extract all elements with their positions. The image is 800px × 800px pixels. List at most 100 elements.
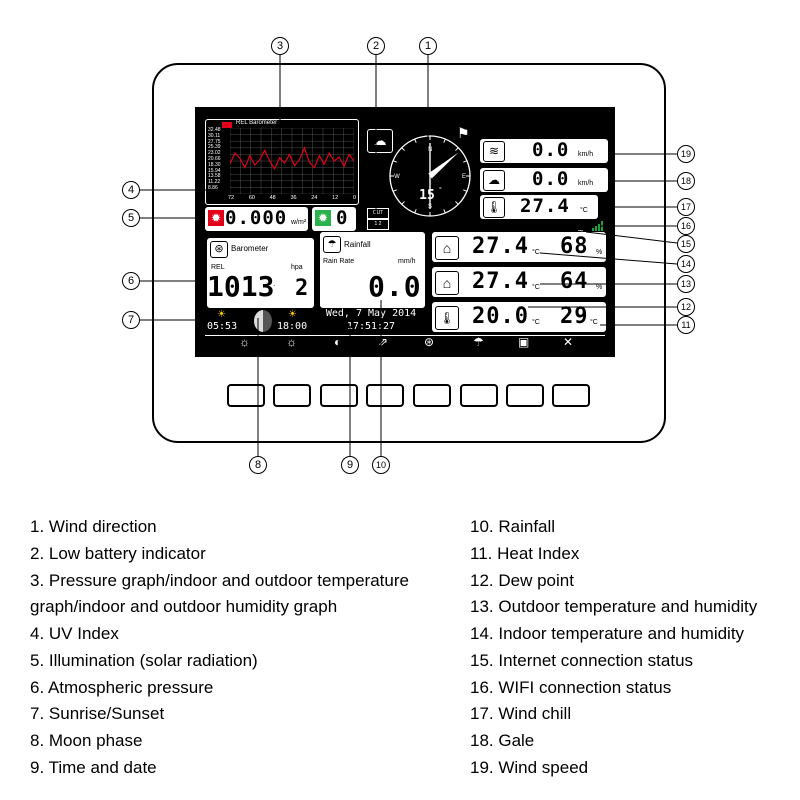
compass-tick <box>455 147 459 151</box>
graph-x-tick: 48 <box>269 195 276 201</box>
solar-radiation-panel: ✹ 0.000 w/m² <box>205 207 308 231</box>
graph-x-tick: 72 <box>228 195 235 201</box>
legend-left-3b: graph/indoor and outdoor humidity graph <box>30 597 338 616</box>
legend-right-11: 11. Heat Index <box>470 544 580 563</box>
graph-y-tick: 11.22 <box>208 179 221 186</box>
rainfall-subtitle: Rain Rate <box>323 258 355 265</box>
battery-indicator-sensors: 1 2 <box>367 219 389 230</box>
barometer-unit: hpa <box>291 264 303 271</box>
callout-6: 6 <box>122 272 140 290</box>
legend-right-19: 19. Wind speed <box>470 758 589 777</box>
footer-rain-icon: ☂ <box>473 335 484 349</box>
indoor-temp-value: 27.4 <box>472 234 529 259</box>
outdoor-temp-value: 27.4 <box>472 269 529 294</box>
footer-barometer-icon: ⊛ <box>424 335 435 349</box>
legend-left-2: 2. Low battery indicator <box>30 544 206 563</box>
device-button-8[interactable] <box>552 384 590 407</box>
callout-18: 18 <box>677 172 695 190</box>
callout-5: 5 <box>122 209 140 227</box>
legend-left-5: 5. Illumination (solar radiation) <box>30 651 258 670</box>
callout-1: 1 <box>419 37 437 55</box>
callout-11: 11 <box>677 316 695 334</box>
gale-panel: ☁ 0.0 km/h <box>480 168 608 192</box>
callout-14: 14 <box>677 255 695 273</box>
solar-value: 0.000 <box>225 207 288 229</box>
callout-10: 10 <box>372 456 390 474</box>
callout-16: 16 <box>677 217 695 235</box>
legend-right-10: 10. Rainfall <box>470 517 556 536</box>
footer-tools-icon: ✕ <box>563 335 574 349</box>
device-button-2[interactable] <box>273 384 311 407</box>
wifi-signal-bars-icon <box>592 221 606 231</box>
wind-direction-needle <box>428 152 459 179</box>
legend-left-6: 6. Atmospheric pressure <box>30 678 214 697</box>
indoor-humidity-value: 68 <box>560 234 589 259</box>
graph-x-tick: 36 <box>290 195 297 201</box>
gale-unit: km/h <box>578 180 594 187</box>
wind-speed-icon: ≋ <box>483 141 505 162</box>
barometer-rel-label: REL <box>211 264 225 271</box>
compass-north: N <box>428 147 432 153</box>
graph-legend-swatch <box>222 122 232 128</box>
sunrise-time: 05:53 <box>207 321 238 332</box>
dew-heat-panel: 🌡 20.0 °C 29 °C <box>432 302 606 332</box>
legend-right-12: 12. Dew point <box>470 571 574 590</box>
callout-7: 7 <box>122 311 140 329</box>
callout-17: 17 <box>677 198 695 216</box>
graph-legend-label: REL Barometer <box>236 120 278 126</box>
sunset-time: 18:00 <box>277 321 308 332</box>
barometer-value-int: 1013 <box>207 270 275 303</box>
legend-right-16: 16. WIFI connection status <box>470 678 672 697</box>
device-button-4[interactable] <box>366 384 404 407</box>
wind-chill-unit: °C <box>580 207 588 214</box>
barometer-value-dec: 2 <box>295 276 310 301</box>
graph-y-tick: 20.66 <box>208 155 221 162</box>
indoor-house-icon: ⌂ <box>435 236 459 260</box>
rain-cloud-icon: ☂ <box>323 236 341 253</box>
uv-index-panel: ✹ 0 <box>312 207 356 231</box>
indoor-temp-unit: °C <box>532 249 540 256</box>
outdoor-house-icon: ⌂ <box>435 271 459 295</box>
graph-y-tick: 13.58 <box>208 173 221 180</box>
compass-tick <box>443 209 446 214</box>
wind-speed-unit: km/h <box>578 151 594 158</box>
time-label: 17:51:27 <box>346 321 396 332</box>
legend-right-18: 18. Gale <box>470 731 535 750</box>
callout-3: 3 <box>271 37 289 55</box>
legend-left-7: 7. Sunrise/Sunset <box>30 704 165 723</box>
dew-thermometer-icon: 🌡 <box>435 306 459 330</box>
callout-13: 13 <box>677 275 695 293</box>
wind-direction-degree: ° <box>439 186 442 194</box>
moon-phase-icon <box>254 310 272 332</box>
sun-radiation-icon: ✹ <box>208 210 224 226</box>
callout-9: 9 <box>341 456 359 474</box>
device-button-6[interactable] <box>460 384 498 407</box>
barometer-decimal-point: . <box>273 282 277 287</box>
compass-tick <box>463 189 468 192</box>
dew-point-value: 20.0 <box>472 304 529 329</box>
device-button-1[interactable] <box>227 384 265 407</box>
wind-chill-value: 27.4 <box>520 195 570 217</box>
legend-right-14: 14. Indoor temperature and humidity <box>470 624 745 643</box>
legend-left-4: 4. UV Index <box>30 624 119 643</box>
compass-south: S <box>428 204 432 210</box>
legend-left-1: 1. Wind direction <box>30 517 157 536</box>
compass-east: E <box>462 174 466 180</box>
battery-indicator-out: OUT <box>367 208 389 219</box>
callout-19: 19 <box>677 145 695 163</box>
rainfall-value: 0.0 <box>368 270 422 303</box>
outdoor-humidity-value: 64 <box>560 269 589 294</box>
device-button-3[interactable] <box>320 384 358 407</box>
compass-tick <box>392 189 397 192</box>
device-button-7[interactable] <box>506 384 544 407</box>
footer-separator <box>205 335 605 336</box>
rainfall-unit: mm/h <box>398 258 416 265</box>
graph-y-tick: 15.94 <box>208 167 221 174</box>
barometer-panel: ⊛ Barometer REL hpa 1013 . 2 <box>207 238 314 308</box>
device-button-5[interactable] <box>413 384 451 407</box>
uv-sun-icon: ✹ <box>315 210 331 226</box>
legend-left-8: 8. Moon phase <box>30 731 143 750</box>
callout-15: 15 <box>677 235 695 253</box>
